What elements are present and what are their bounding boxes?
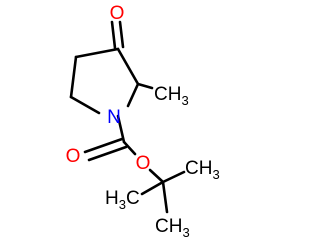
bond-oester-cq xyxy=(148,168,165,184)
bond-ccarb-oester xyxy=(122,140,137,156)
bond-ccarb-o-double-a xyxy=(83,137,124,154)
bond-ccarb-o-double-b xyxy=(87,145,128,162)
bonds xyxy=(69,20,186,214)
bond-cq-ch3-right xyxy=(161,170,186,184)
tbu-ch3-left-label: H3C xyxy=(105,188,140,212)
bond-c3-c2 xyxy=(116,47,140,86)
bond-c2-methyl xyxy=(136,82,154,90)
methyl-ch3-label: CH3 xyxy=(154,84,189,108)
bond-cq-ch3-bottom xyxy=(161,180,169,214)
bond-c5-n xyxy=(69,95,101,115)
bond-c3-o-double-b xyxy=(118,20,125,49)
bond-n-ccarb xyxy=(116,114,126,144)
ring-nitrogen-label: N xyxy=(107,107,121,128)
bond-c4-c5 xyxy=(69,55,78,99)
tbu-ch3-right-label: CH3 xyxy=(185,158,220,182)
tbu-ch3-bottom-label: CH3 xyxy=(155,216,190,240)
bond-cq-ch3-left xyxy=(140,180,165,196)
molecule-structure: O N O O CH3 CH3 H3C CH3 xyxy=(66,3,220,240)
ketone-oxygen-label: O xyxy=(110,3,125,24)
atom-labels: O N O O CH3 CH3 H3C CH3 xyxy=(66,3,220,240)
bond-n-c2 xyxy=(126,82,140,108)
bond-c3-c4 xyxy=(74,47,120,59)
ester-oxygen-label: O xyxy=(136,153,151,174)
bond-c3-o-double-a xyxy=(110,20,117,50)
carbonyl-oxygen-label: O xyxy=(66,146,81,167)
